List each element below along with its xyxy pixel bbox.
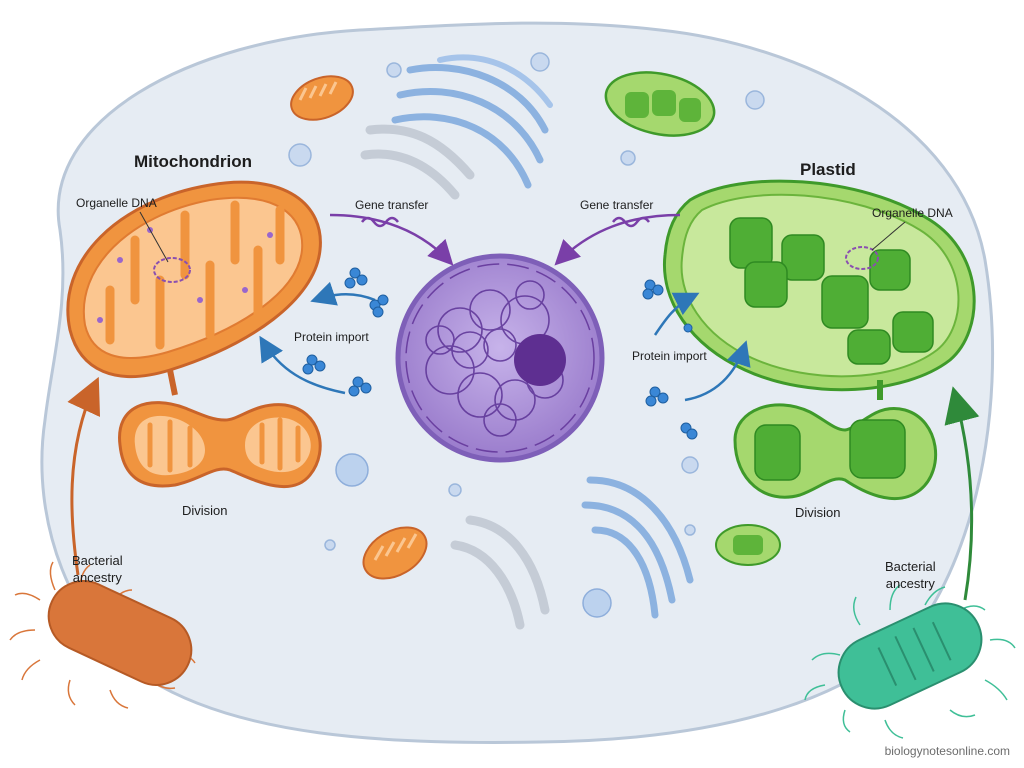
plastid-division <box>733 403 937 501</box>
small-plastid-top <box>604 71 716 137</box>
small-plastid-bottom <box>715 524 781 566</box>
small-mitochondrion-bottom <box>362 526 428 580</box>
er-golgi-top <box>360 54 553 200</box>
label-protein-import-left: Protein import <box>294 330 369 344</box>
label-gene-transfer-right: Gene transfer <box>580 198 654 212</box>
label-bacterial-ancestry-right-line1: Bacterial <box>885 559 936 574</box>
label-plastid: Plastid <box>800 160 856 179</box>
label-division-left: Division <box>182 503 228 518</box>
dna-pointer-right <box>871 221 906 251</box>
label-organelle-dna-left: Organelle DNA <box>76 196 157 210</box>
ancestry-arrow-left <box>67 376 101 576</box>
label-organelle-dna-right: Organelle DNA <box>872 206 953 220</box>
nucleolus <box>514 334 566 386</box>
bacterium-green <box>804 584 1016 739</box>
er-golgi-bottom <box>450 476 694 630</box>
protein-import-arrows <box>259 281 751 402</box>
mitochondrial-dna <box>153 257 191 283</box>
ancestry-arrow-right <box>944 386 980 601</box>
small-mitochondrion-top <box>290 75 354 121</box>
nucleus <box>395 253 605 463</box>
label-bacterial-ancestry-right-line2: ancestry <box>885 576 935 591</box>
label-bacterial-ancestry-left: Bacterial ancestry <box>72 552 123 586</box>
mitochondrion-division <box>118 401 322 488</box>
label-bacterial-ancestry-left-line1: Bacterial <box>72 553 123 568</box>
label-bacterial-ancestry-left-line2: ancestry <box>72 570 122 585</box>
protein-clusters <box>302 267 698 440</box>
bacterium-orange <box>9 561 196 709</box>
label-division-right: Division <box>795 505 841 520</box>
label-protein-import-right: Protein import <box>632 349 707 363</box>
label-mitochondrion: Mitochondrion <box>134 152 253 171</box>
dna-pointer-left <box>139 211 169 263</box>
label-gene-transfer-left: Gene transfer <box>355 198 429 212</box>
watermark: biologynotesonline.com <box>884 744 1010 758</box>
plastid-dna <box>845 246 879 270</box>
plastid <box>662 179 976 400</box>
vesicles <box>288 52 765 618</box>
gene-transfer-arrows <box>329 213 681 266</box>
label-bacterial-ancestry-right: Bacterial ancestry <box>885 558 936 592</box>
mitochondrion <box>66 180 322 396</box>
